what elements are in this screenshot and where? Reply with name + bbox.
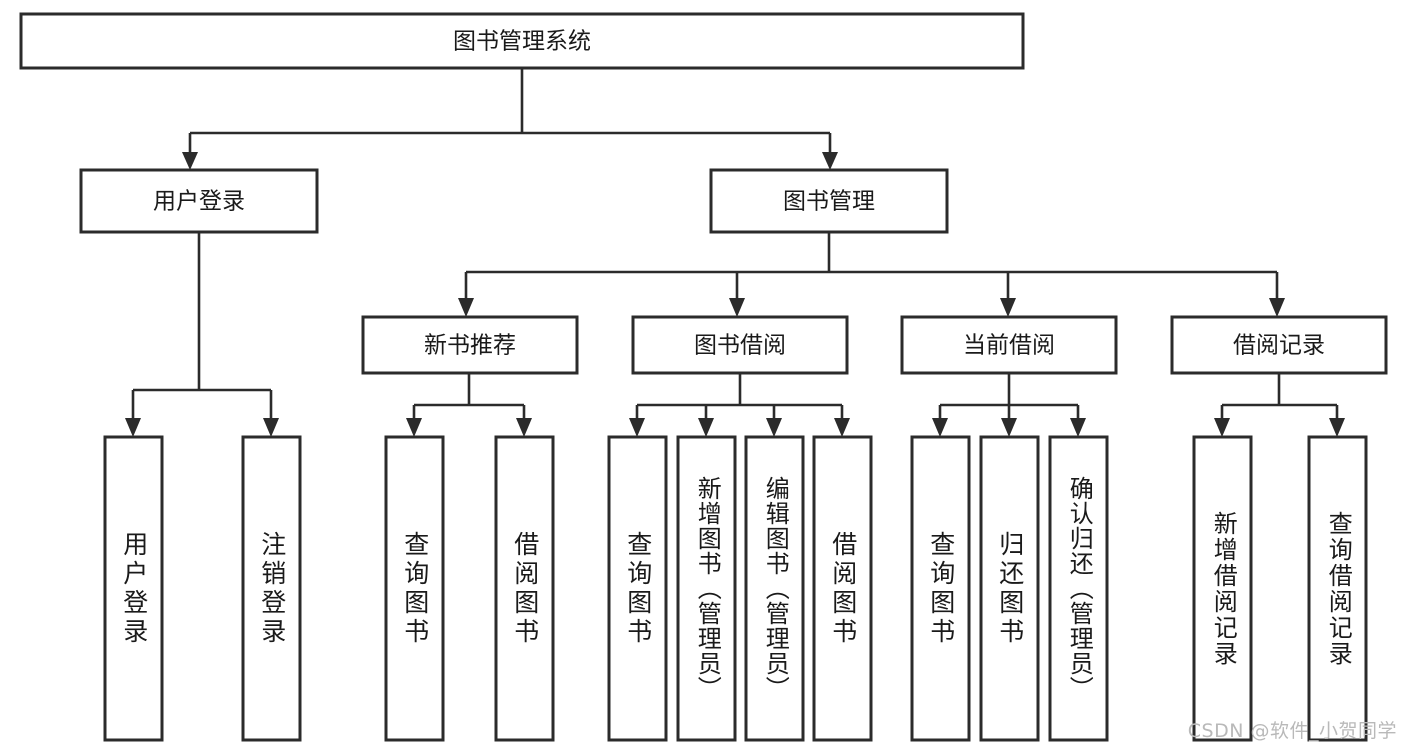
node-new-book-recommend-label: 新书推荐 <box>424 333 516 359</box>
arrow-leaf-borrow-query <box>629 418 645 437</box>
arrow-leaf-newbook-query <box>406 418 422 437</box>
nodes-layer: 图书管理系统 用户登录 图书管理 新书推荐 图书借阅 当前借阅 借阅记录 <box>19 12 1388 742</box>
leaf-box-current-confirm-return[interactable] <box>1048 435 1109 742</box>
leaf-box-logout[interactable] <box>241 435 302 742</box>
leaf-box-record-add[interactable] <box>1192 435 1253 742</box>
leaf-box-user-login[interactable] <box>103 435 164 742</box>
leaf-box-current-return-book[interactable] <box>979 435 1040 742</box>
node-current-borrow-box[interactable] <box>900 315 1118 375</box>
connectors-layer <box>125 68 1345 437</box>
leaf-box-borrow-lend-book[interactable] <box>812 435 873 742</box>
arrow-leaf-borrow-edit <box>766 418 782 437</box>
arrow-to-user-login <box>182 152 198 170</box>
arrow-leaf-user-login <box>125 418 141 437</box>
node-user-login-box[interactable] <box>79 168 319 234</box>
leaf-box-current-query-book[interactable] <box>910 435 971 742</box>
node-book-manage-box[interactable] <box>709 168 949 234</box>
leaf-box-newbook-query-book[interactable] <box>384 435 445 742</box>
arrow-to-new-book-recommend <box>458 298 474 317</box>
arrow-leaf-current-query <box>932 418 948 437</box>
node-book-borrow-box[interactable] <box>631 315 849 375</box>
leaf-box-record-query[interactable] <box>1307 435 1368 742</box>
arrow-leaf-current-return <box>1001 418 1017 437</box>
arrow-to-current-borrow <box>1000 298 1016 317</box>
node-root-label: 图书管理系统 <box>453 29 591 55</box>
node-borrow-record-label: 借阅记录 <box>1233 333 1325 359</box>
node-new-book-recommend-box[interactable] <box>361 315 579 375</box>
node-book-manage-label: 图书管理 <box>783 189 875 215</box>
arrow-leaf-newbook-borrow <box>516 418 532 437</box>
leaf-box-borrow-add-book[interactable] <box>676 435 737 742</box>
arrow-to-borrow-record <box>1269 298 1285 317</box>
arrow-leaf-record-add <box>1214 418 1230 437</box>
node-book-borrow-label: 图书借阅 <box>694 333 786 359</box>
node-user-login-label: 用户登录 <box>153 189 245 215</box>
arrow-leaf-record-query <box>1329 418 1345 437</box>
node-borrow-record-box[interactable] <box>1170 315 1388 375</box>
csdn-watermark: CSDN @软件_小贺同学 <box>1187 720 1397 742</box>
leaf-box-newbook-borrow-book[interactable] <box>494 435 555 742</box>
node-root-box[interactable] <box>19 12 1025 70</box>
leaf-box-borrow-query-book[interactable] <box>607 435 668 742</box>
leaf-box-borrow-edit-book[interactable] <box>744 435 805 742</box>
arrow-leaf-borrow-lend <box>834 418 850 437</box>
arrow-to-book-manage <box>822 152 838 170</box>
arrow-leaf-borrow-add <box>698 418 714 437</box>
arrow-leaf-logout <box>263 418 279 437</box>
arrow-to-book-borrow <box>729 298 745 317</box>
node-current-borrow-label: 当前借阅 <box>963 333 1055 359</box>
arrow-leaf-current-confirm <box>1070 418 1086 437</box>
